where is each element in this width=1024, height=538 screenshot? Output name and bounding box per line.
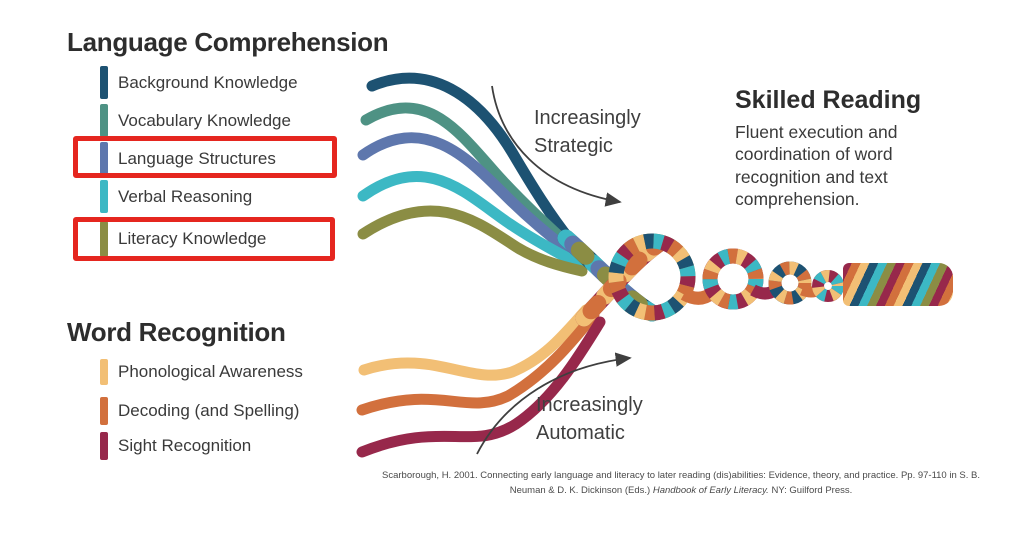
citation-text-1: Scarborough, H. 2001. Connecting early l… xyxy=(382,470,980,496)
wr-item-phonological-awareness: Phonological Awareness xyxy=(100,359,303,385)
lc-item-label: Language Structures xyxy=(118,148,276,168)
rope-knot-rings xyxy=(608,233,844,321)
skilled-reading-description: Fluent execution and coordination of wor… xyxy=(735,122,898,210)
background-knowledge-color-bar xyxy=(100,66,108,99)
lc-item-label: Background Knowledge xyxy=(118,72,298,92)
literacy-knowledge-color-bar xyxy=(100,221,108,257)
lc-item-label: Verbal Reasoning xyxy=(118,186,253,206)
language-structures-color-bar xyxy=(100,142,108,175)
increasingly-strategic-label: Increasingly Strategic xyxy=(534,107,641,157)
lc-item-label: Literacy Knowledge xyxy=(118,229,267,248)
increasingly-automatic-arrow xyxy=(476,352,632,455)
lc-item-label: Vocabulary Knowledge xyxy=(118,110,291,130)
lc-item-literacy-knowledge: Literacy Knowledge xyxy=(100,221,266,257)
wr-item-label: Sight Recognition xyxy=(118,436,252,455)
lc-item-verbal-reasoning: Verbal Reasoning xyxy=(100,180,252,213)
rope-braided-tail xyxy=(843,263,953,306)
lower-strands xyxy=(356,304,606,458)
phonological-awareness-color-bar xyxy=(100,359,108,385)
wr-item-decoding: Decoding (and Spelling) xyxy=(100,397,299,425)
verbal-reasoning-color-bar xyxy=(100,180,108,213)
increasingly-strategic-arrow xyxy=(491,85,622,207)
lc-item-vocabulary-knowledge: Vocabulary Knowledge xyxy=(100,104,291,137)
sight-recognition-color-bar xyxy=(100,432,108,460)
language-comprehension-heading: Language Comprehension xyxy=(67,27,389,57)
citation-book-title: Handbook of Early Literacy. xyxy=(652,484,769,496)
wr-item-sight-recognition: Sight Recognition xyxy=(100,432,251,460)
citation: Scarborough, H. 2001. Connecting early l… xyxy=(378,469,984,498)
lc-item-background-knowledge: Background Knowledge xyxy=(100,66,298,99)
highlight-box-language-structures xyxy=(73,136,337,178)
word-recognition-heading: Word Recognition xyxy=(67,317,286,347)
citation-text-2: NY: Guilford Press. xyxy=(768,484,853,496)
increasingly-automatic-label: Increasingly Automatic xyxy=(536,394,643,444)
upper-strands xyxy=(357,72,588,277)
wr-item-label: Decoding (and Spelling) xyxy=(118,401,300,420)
decoding-color-bar xyxy=(100,397,108,425)
lc-item-language-structures: Language Structures xyxy=(100,142,276,175)
wr-item-label: Phonological Awareness xyxy=(118,362,303,381)
skilled-reading-heading: Skilled Reading xyxy=(735,86,922,114)
highlight-box-literacy-knowledge xyxy=(73,217,335,261)
vocabulary-knowledge-color-bar xyxy=(100,104,108,137)
